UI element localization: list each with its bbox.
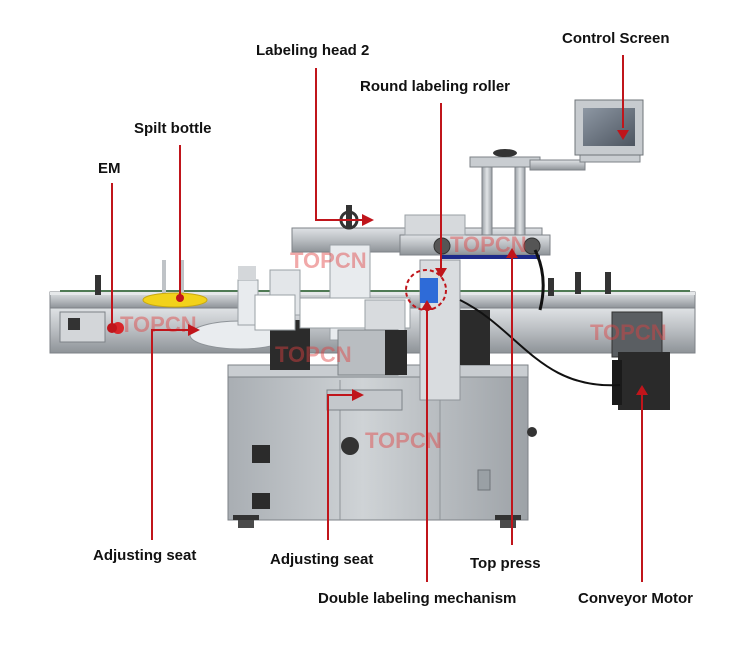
watermark-text: TOPCN: [275, 342, 352, 367]
cable: [533, 249, 545, 311]
label-em: EM: [98, 160, 121, 177]
side-motor: [460, 310, 490, 365]
label-round-labeling-roller: Round labeling roller: [360, 78, 511, 95]
label-double-labeling-mechanism: Double labeling mechanism: [318, 590, 517, 607]
leader-dots: [107, 294, 184, 333]
leader-lines: [111, 55, 643, 582]
leader-arrows: [188, 130, 648, 401]
label-adjusting-seat-center: Adjusting seat: [270, 551, 374, 568]
label-top-press: Top press: [470, 555, 541, 572]
label-spilt-bottle: Spilt bottle: [134, 120, 212, 137]
watermark-text: TOPCN: [365, 428, 442, 453]
cable: [459, 299, 621, 387]
label-control-screen: Control Screen: [562, 30, 670, 47]
watermark-text: TOPCN: [590, 320, 667, 345]
labeling-head-1: [237, 266, 301, 331]
label-conveyor-motor: Conveyor Motor: [578, 590, 694, 607]
label-adjusting-seat-left: Adjusting seat: [93, 547, 197, 564]
watermark-text: TOPCN: [290, 248, 367, 273]
control-screen: [574, 99, 644, 156]
bottle-separator-wheel: [142, 292, 208, 308]
conveyor-motor: [611, 311, 670, 410]
watermark-text: TOPCN: [120, 312, 197, 337]
label-labeling-head-2: Labeling head 2: [256, 42, 370, 59]
double-labeling-sensor: [420, 278, 438, 303]
support-columns: [469, 149, 641, 236]
